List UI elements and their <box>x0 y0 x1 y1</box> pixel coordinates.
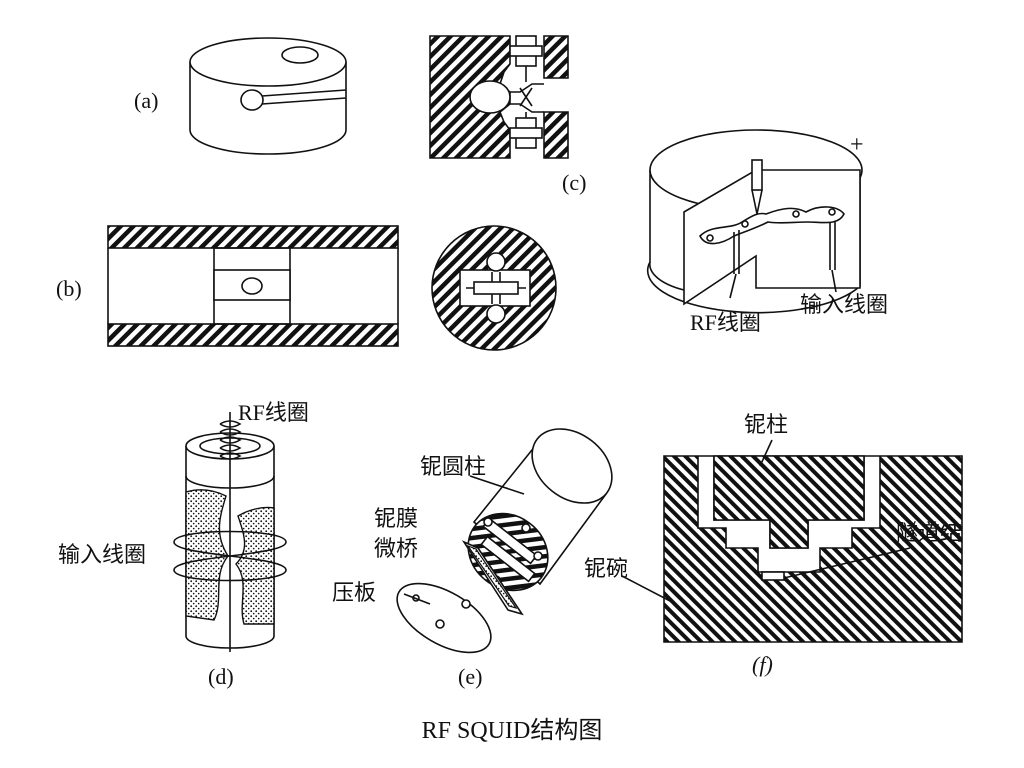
label-input-coil-d: 输入线圈 <box>58 542 146 567</box>
loop-pad-1 <box>706 234 714 242</box>
panel-b-tag: (b) <box>56 276 82 301</box>
end-view-hole-top <box>486 252 506 272</box>
cylinder-c-rf-loop <box>699 206 845 245</box>
loop-pad-3 <box>792 210 800 218</box>
label-nb-film: 铌膜 <box>374 506 418 531</box>
screw-top-head <box>509 45 543 57</box>
press-plate <box>396 582 492 654</box>
nb-cylinder-slot-2 <box>480 535 536 583</box>
nb-cylinder-hole-1 <box>483 517 493 527</box>
panel-e-tag: (e) <box>458 664 482 689</box>
label-rf-coil-d: RF线圈 <box>238 400 309 425</box>
panel-d: RF线圈 输入线圈 (d) <box>58 400 309 689</box>
weak-link-hole <box>469 80 511 114</box>
nb-post <box>713 455 865 549</box>
cylinder-d-dotted-left <box>185 489 229 621</box>
tunnel-junction-leader <box>783 547 911 579</box>
weak-link-block-right <box>543 35 569 159</box>
cylinder-a-keyhole <box>240 89 264 111</box>
microbridge-film <box>466 544 518 610</box>
panel-e: 铌圆柱 铌膜 微桥 压板 (e) <box>332 428 613 689</box>
press-plate-hole-2 <box>461 599 471 609</box>
rf-coil-spring <box>219 420 242 460</box>
cylinder-d-dotted-right <box>235 506 275 625</box>
nb-post-leader <box>759 439 773 467</box>
press-plate-hole-1 <box>435 619 445 629</box>
label-input-coil-c: 输入线圈 <box>800 292 888 317</box>
press-plate-leader <box>403 593 431 605</box>
input-coil-leader <box>831 269 837 293</box>
panel-f: 铌柱 隧道结 铌碗 (f) <box>584 412 963 677</box>
tube-wall-top <box>107 225 399 249</box>
weak-link-bridge <box>510 83 544 113</box>
panel-a-weak-link <box>429 35 569 159</box>
input-coil-leads <box>829 222 836 270</box>
input-coil-winding <box>173 530 287 582</box>
rf-coil-leader <box>729 273 737 299</box>
label-press-plate: 压板 <box>332 580 376 605</box>
cylinder-a-slot <box>261 89 347 105</box>
screw-bottom-head <box>509 127 543 139</box>
cylinder-a-hole <box>281 46 319 64</box>
figure-caption: RF SQUID结构图 <box>422 717 603 744</box>
panel-f-tag: (f) <box>752 652 773 677</box>
loop-pad-4 <box>828 208 836 216</box>
tube-wall-bottom <box>107 323 399 347</box>
tube-insert-hole <box>241 277 263 295</box>
end-view-hole-bottom <box>486 304 506 324</box>
panel-c: + (c) RF线圈 输入线圈 <box>562 129 888 335</box>
nb-cylinder-hole-2 <box>521 523 531 533</box>
nb-cylinder-leader <box>469 475 525 495</box>
nb-cylinder-back <box>531 428 613 504</box>
nb-cylinder-hole-4 <box>533 551 543 561</box>
rf-coil-leads <box>733 230 740 274</box>
label-tunnel-junction: 隧道结 <box>896 520 962 545</box>
cylinder-a-body <box>189 62 347 155</box>
label-rf-coil-c: RF线圈 <box>690 310 761 335</box>
label-nb-bowl: 铌碗 <box>584 556 628 581</box>
panel-c-tag: (c) <box>562 170 586 195</box>
loop-pad-2 <box>741 220 749 228</box>
cylinder-c-post <box>751 159 763 191</box>
label-nb-post: 铌柱 <box>744 412 788 437</box>
panel-a-tag: (a) <box>134 88 158 113</box>
panel-d-tag: (d) <box>208 664 234 689</box>
label-microbridge: 微桥 <box>374 536 418 561</box>
panel-b: (b) <box>56 225 557 351</box>
panel-c-plus: + <box>850 132 864 158</box>
cylinder-c-inner-arc <box>649 261 685 291</box>
cylinder-c-cutout <box>683 169 861 306</box>
end-view-clamp <box>473 281 519 295</box>
cylinder-a-top <box>189 37 347 87</box>
nb-bowl-leader <box>621 575 673 603</box>
label-nb-cylinder: 铌圆柱 <box>420 454 486 479</box>
tunnel-junction <box>761 571 785 581</box>
panel-a: (a) <box>134 37 347 155</box>
